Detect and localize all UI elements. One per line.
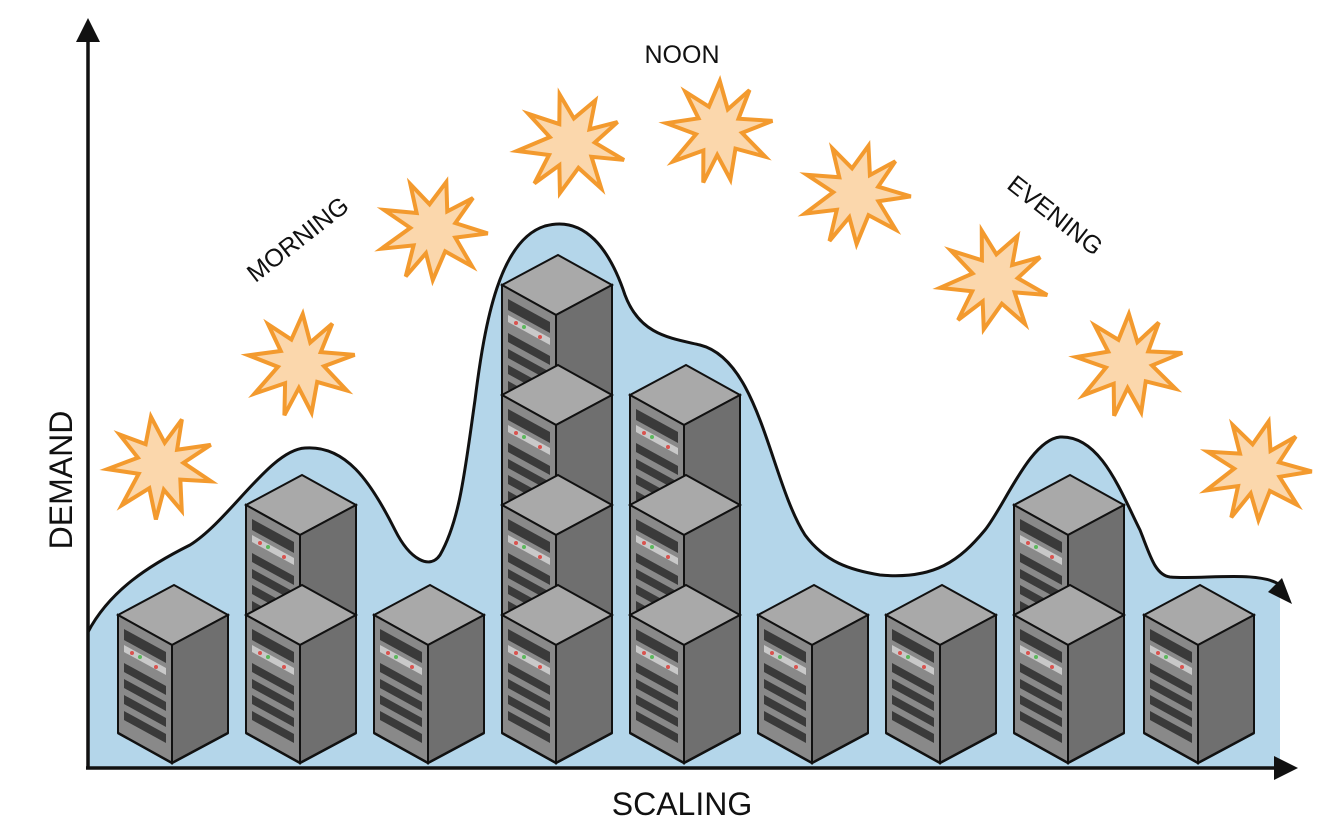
- server-stack: [1142, 583, 1256, 765]
- server-stacks: [116, 253, 1256, 765]
- curve-arrowhead: [1268, 578, 1292, 604]
- server-stack: [756, 583, 870, 765]
- x-axis-label: SCALING: [612, 786, 752, 822]
- server-tower-icon: [244, 583, 358, 765]
- sun-burst-icon: [498, 73, 645, 218]
- server-stack: [116, 583, 230, 765]
- server-tower-icon: [372, 583, 486, 765]
- demand-curve: [86, 222, 1281, 633]
- y-axis-arrow-icon: [76, 18, 100, 42]
- period-label-evening: EVENING: [1002, 170, 1108, 261]
- server-stack: [1012, 473, 1126, 765]
- sun-burst-icon: [664, 79, 773, 185]
- sun-burst-icon: [366, 165, 501, 297]
- period-label-noon: NOON: [645, 41, 720, 69]
- y-axis-label: DEMAND: [43, 411, 79, 550]
- sun-burst-icon: [1191, 406, 1323, 536]
- sun-burst-icon: [245, 311, 356, 418]
- server-stack: [884, 583, 998, 765]
- server-stack: [372, 583, 486, 765]
- server-stack: [500, 253, 614, 765]
- server-tower-icon: [628, 583, 742, 765]
- sun-burst-icon: [97, 405, 224, 529]
- server-tower-icon: [1142, 583, 1256, 765]
- server-tower-icon: [756, 583, 870, 765]
- period-label-morning: MORNING: [242, 191, 354, 287]
- server-tower-icon: [884, 583, 998, 765]
- sun-burst-icon: [1073, 311, 1185, 419]
- server-tower-icon: [116, 583, 230, 765]
- server-stack: [628, 363, 742, 765]
- server-tower-icon: [1012, 583, 1126, 765]
- server-tower-icon: [500, 583, 614, 765]
- server-stack: [244, 473, 358, 765]
- sun-burst-icon: [789, 130, 923, 261]
- sun-burst-icon: [924, 212, 1065, 352]
- x-axis-arrow-icon: [1274, 756, 1298, 780]
